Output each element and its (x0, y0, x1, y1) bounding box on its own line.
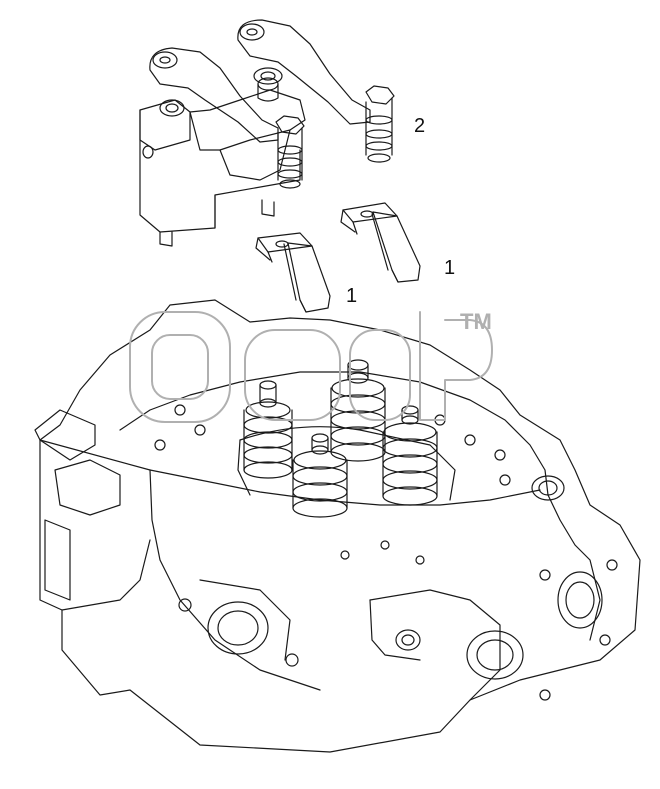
valve-bridge-left (255, 232, 331, 313)
adjusting-screw-left (275, 115, 305, 189)
cylinder-head-drawing (34, 299, 641, 753)
adjusting-screw-right (365, 85, 395, 163)
callout-rocker-assembly: 2 (414, 115, 426, 137)
valve-bridge-right (340, 202, 421, 283)
valve-spring-3 (292, 433, 348, 518)
watermark-logo (129, 311, 493, 423)
watermark-tm: TM (460, 309, 492, 334)
callout-bridge-right: 1 (444, 257, 456, 279)
callout-bridge-left: 1 (346, 285, 358, 307)
valve-spring-4 (382, 405, 438, 506)
rocker-arm-assembly-drawing (139, 19, 395, 247)
